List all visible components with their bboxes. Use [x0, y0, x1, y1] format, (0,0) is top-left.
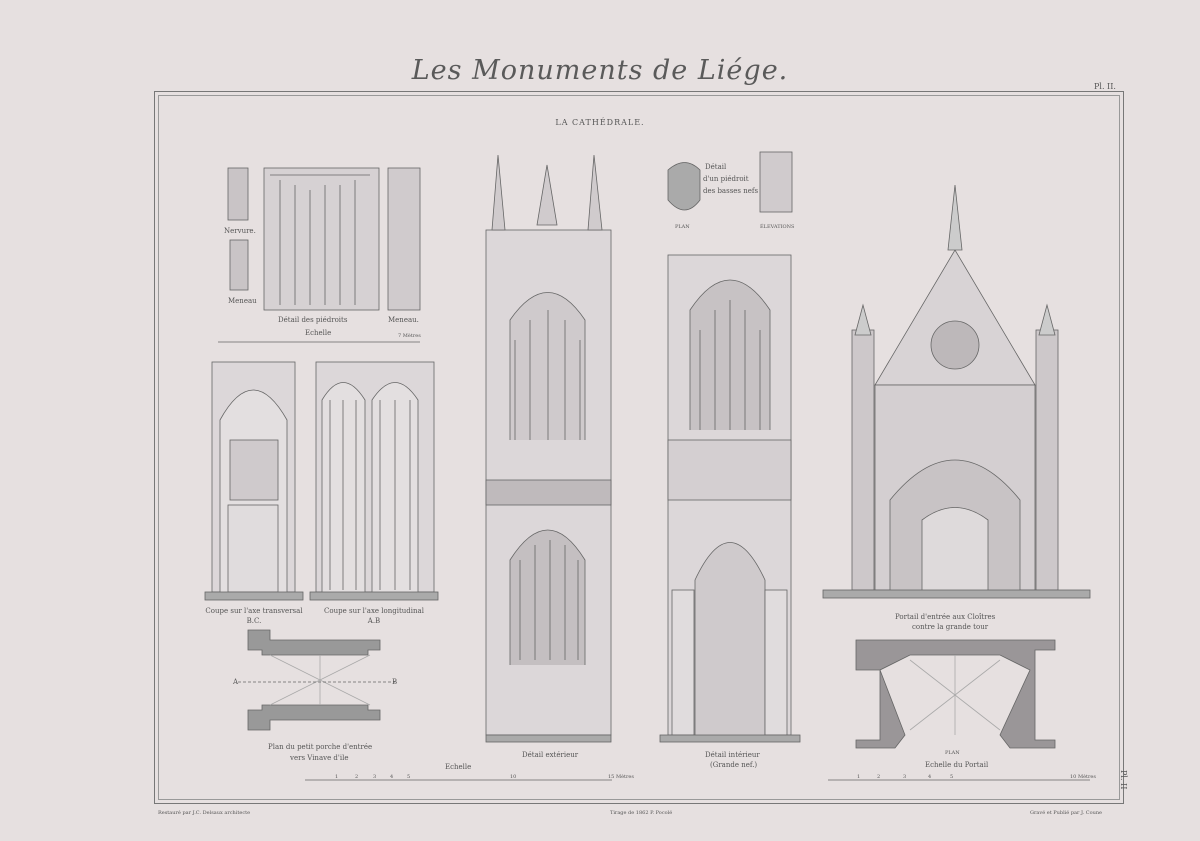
tick: 2	[877, 774, 881, 780]
tick: 10	[510, 774, 517, 780]
label-b: B	[392, 678, 398, 686]
label-meneau-left: Meneau	[228, 297, 257, 305]
label-meneau-right: Meneau.	[388, 316, 419, 324]
tick: 15 Mètres	[608, 774, 634, 780]
inner-frame	[158, 95, 1120, 800]
label-piedroits: Détail des piédroits	[278, 316, 348, 324]
label-echelle-details: Echelle	[305, 329, 332, 337]
label-nervure: Nervure.	[224, 227, 256, 235]
label-interieur-2: (Grande nef.)	[710, 761, 758, 769]
label-echelle-portail: Echelle du Portail	[925, 761, 989, 769]
label-portail-plan: PLAN	[945, 750, 960, 756]
tick: 3	[903, 774, 907, 780]
porche-plan-drawing	[238, 629, 395, 731]
tick: 2	[355, 774, 359, 780]
tick: 10 Mètres	[1070, 774, 1096, 780]
exterior-detail-drawing	[485, 154, 612, 743]
outer-frame	[154, 91, 1124, 804]
footer-center: Tirage de 1862 P. Pocolé	[610, 810, 673, 816]
tick: 5	[407, 774, 411, 780]
footer-left: Restauré par J.C. Delsaux architecte	[158, 810, 251, 816]
portail-drawing	[822, 184, 1091, 599]
plate-title: Les Monuments de Liége.	[411, 55, 789, 86]
tick: 1	[857, 774, 861, 780]
tick: 4	[928, 774, 932, 780]
label-piedroit-2: d'un piédroit	[703, 175, 749, 183]
label-porche-2: vers Vinave d'ile	[290, 754, 349, 762]
label-portail-1: Portail d'entrée aux Cloîtres	[895, 613, 996, 621]
tick: 4	[390, 774, 394, 780]
label-elevations: ÉLEVATIONS	[760, 224, 795, 230]
label-coupe-longitudinal: Coupe sur l'axe longitudinal A.B	[324, 607, 424, 625]
coupe-transversal-drawing	[204, 361, 304, 601]
piedroit-details-drawing	[218, 167, 421, 343]
label-echelle-main: Echelle	[445, 763, 472, 771]
coupe-longitudinal-drawing	[309, 361, 439, 601]
label-scale-end: 7 Mètres	[398, 333, 421, 339]
footer-right: Gravé et Publié par J. Coune	[1030, 810, 1103, 816]
label-a: A	[233, 678, 239, 686]
label-coupe-transversal: Coupe sur l'axe transversal B.C.	[205, 607, 303, 625]
label-piedroit-plan: PLAN	[675, 224, 690, 230]
label-interieur-1: Détail intérieur	[705, 751, 760, 759]
plate-subtitle: LA CATHÉDRALE.	[555, 118, 645, 127]
tick: 1	[335, 774, 339, 780]
label-porche-1: Plan du petit porche d'entrée	[268, 743, 373, 751]
label-portail-2: contre la grande tour	[912, 623, 989, 631]
label-piedroit-3: des basses nefs	[703, 187, 759, 195]
tick: 3	[373, 774, 377, 780]
interior-detail-drawing	[659, 254, 801, 743]
piedroit-small-drawing	[667, 151, 793, 213]
plate-number: Pl. II.	[1094, 82, 1116, 91]
portail-plan-drawing	[855, 639, 1056, 749]
tick: 5	[950, 774, 954, 780]
label-piedroit-1: Détail	[705, 163, 727, 171]
label-exterieur: Détail extérieur	[522, 751, 579, 759]
